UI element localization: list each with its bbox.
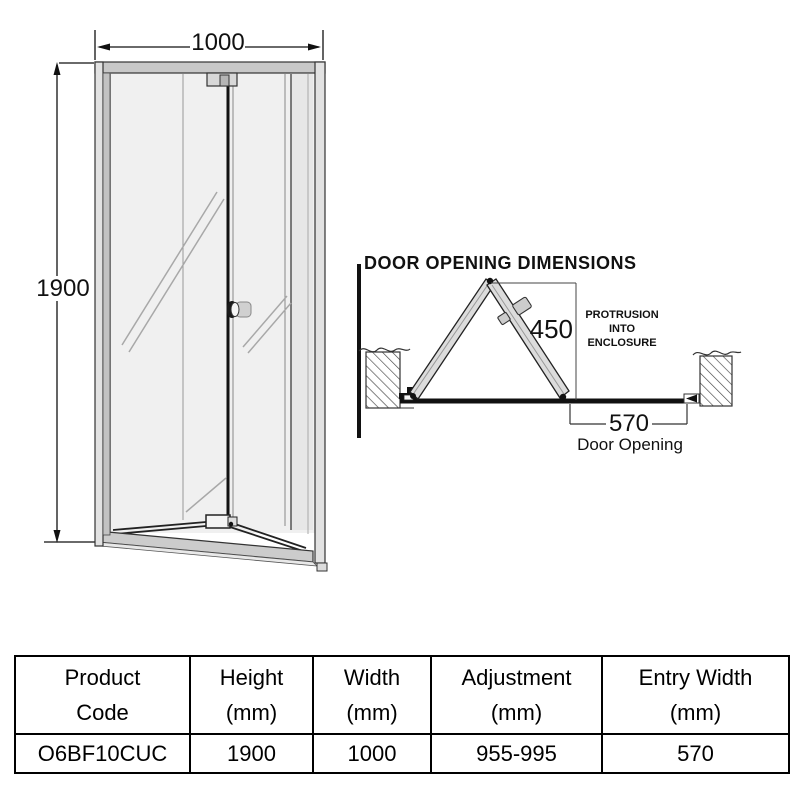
arrow-right-icon (308, 43, 321, 51)
bottom-pivot-block (227, 516, 238, 527)
wall-break-line (692, 350, 742, 356)
glass-panels (103, 73, 315, 533)
spec-table-header-row: Product Code Height (mm) Width (mm) Adju… (14, 655, 790, 735)
height-dimension (44, 62, 96, 543)
spec-table: Product Code Height (mm) Width (mm) Adju… (14, 655, 790, 774)
track-end-arrow-icon (686, 394, 697, 403)
header-width-line1: Width (343, 665, 401, 690)
front-height-label: 1900 (36, 275, 89, 302)
front-width-label: 1000 (191, 29, 244, 56)
width-dimension (94, 30, 324, 60)
note-line-2: INTO (609, 323, 636, 335)
value-width: 1000 (312, 733, 432, 774)
header-height-line1: Height (219, 665, 284, 690)
protrusion-dimension (491, 282, 577, 400)
arrow-left-icon (97, 43, 110, 51)
header-adjustment: Adjustment (mm) (430, 655, 603, 735)
value-entry-width: 570 (601, 733, 790, 774)
handle-knob-outer (512, 296, 532, 316)
value-height: 1900 (189, 733, 314, 774)
left-wall-section (358, 347, 414, 409)
spec-table-value-row: O6BF10CUC 1900 1000 955-995 570 (14, 733, 790, 774)
left-wall-profile (102, 72, 111, 536)
header-adjustment-line1: Adjustment (461, 665, 572, 690)
value-product-code: O6BF10CUC (14, 733, 191, 774)
header-entry-width-line1: Entry Width (638, 665, 753, 690)
header-product-code-line2: Code (76, 700, 129, 725)
bottom-pivot-bracket (205, 514, 231, 529)
bottom-fold-edges (112, 521, 307, 552)
front-view-diagram: 1000 1900 (36, 29, 328, 572)
wall-break-line (358, 347, 411, 353)
door-opening-label: 570 (609, 410, 649, 437)
header-height-line2: (mm) (225, 700, 278, 725)
arrow-down-icon (53, 530, 61, 543)
header-width-line2: (mm) (346, 700, 398, 725)
top-header-bar (94, 61, 326, 74)
header-entry-width: Entry Width (mm) (601, 655, 790, 735)
arrow-up-icon (53, 62, 61, 75)
shower-door-technical-drawing: 1000 1900 (36, 29, 742, 572)
right-jamb (314, 61, 326, 564)
value-adjustment: 955-995 (430, 733, 603, 774)
note-line-3: ENCLOSURE (587, 337, 656, 349)
header-width: Width (mm) (312, 655, 432, 735)
protrusion-note: PROTRUSION INTO ENCLOSURE (585, 309, 658, 349)
door-handle-knob (226, 301, 252, 318)
top-pivot-block (219, 74, 230, 87)
header-entry-width-line2: (mm) (669, 700, 722, 725)
right-wall-section (692, 350, 742, 407)
bottom-pivot-pin (228, 521, 234, 527)
door-opening-caption: Door Opening (577, 435, 683, 454)
inline-panel (291, 74, 313, 530)
plan-view-diagram: DOOR OPENING DIMENSIONS (357, 253, 742, 454)
right-leaf-roller (559, 393, 567, 401)
note-line-1: PROTRUSION (585, 309, 658, 321)
header-adjustment-line2: (mm) (490, 700, 543, 725)
left-jamb (94, 61, 104, 547)
header-product-code: Product Code (14, 655, 191, 735)
right-jamb-foot (316, 562, 328, 572)
protrusion-label: 450 (530, 314, 573, 344)
handle-knob-inner (497, 312, 511, 325)
left-leaf-pivot (410, 393, 416, 399)
plan-view-title: DOOR OPENING DIMENSIONS (364, 253, 637, 273)
header-height: Height (mm) (189, 655, 314, 735)
header-product-code-line1: Product (64, 665, 141, 690)
door-opening-dimension (569, 404, 688, 425)
glass-reflection-lines (121, 191, 292, 513)
